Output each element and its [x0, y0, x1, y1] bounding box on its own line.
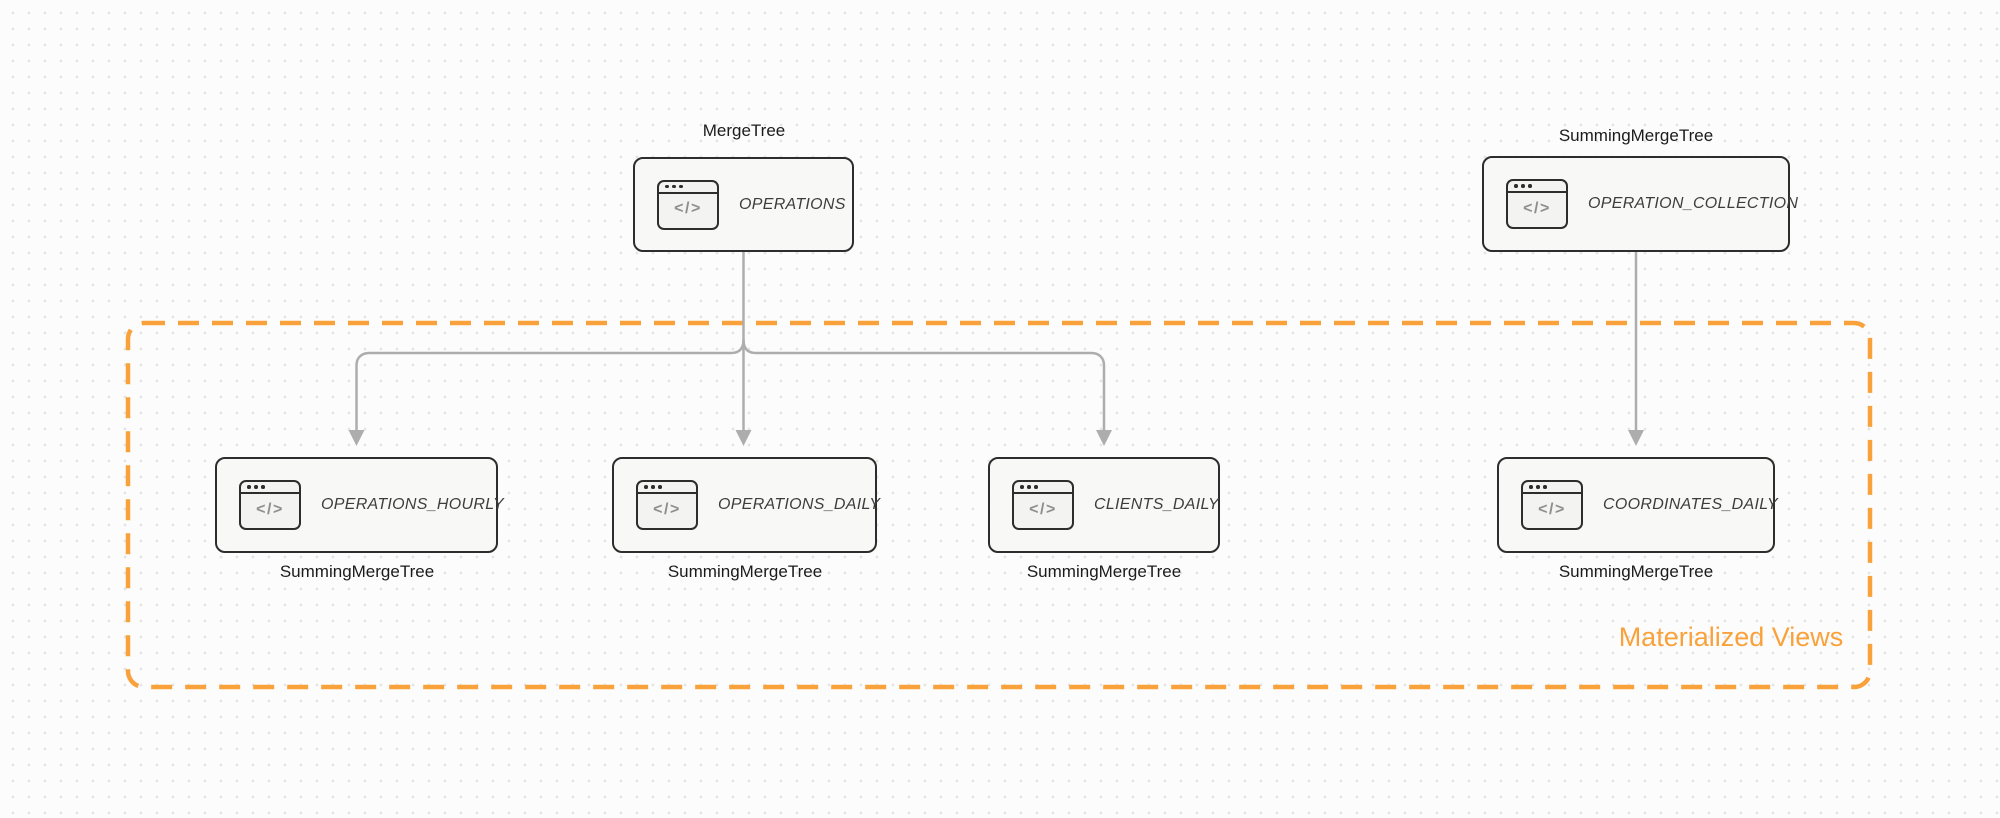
window-controls-icon — [1014, 482, 1072, 494]
code-window-icon: </> — [1012, 480, 1074, 530]
node-operation-collection[interactable]: </> OPERATION_COLLECTION — [1482, 156, 1798, 252]
engine-label-operation-collection: SummingMergeTree — [1558, 126, 1714, 145]
engine-label-operations-daily: SummingMergeTree — [667, 562, 823, 581]
code-glyph: </> — [653, 500, 681, 518]
code-glyph: </> — [1029, 500, 1057, 518]
engine-label-coordinates-daily: SummingMergeTree — [1558, 562, 1714, 581]
node-clients-daily[interactable]: </> CLIENTS_DAILY — [988, 457, 1220, 553]
window-controls-icon — [1523, 482, 1581, 494]
arrowhead-clients-daily — [1096, 430, 1112, 446]
edge-operations-to-operations-hourly — [355, 339, 745, 430]
engine-label-clients-daily: SummingMergeTree — [1026, 562, 1182, 581]
node-title: OPERATIONS_HOURLY — [321, 496, 504, 513]
node-title: COORDINATES_DAILY — [1603, 496, 1778, 513]
edge-operations-to-clients-daily — [742, 339, 1106, 430]
node-operations[interactable]: </> OPERATIONS — [633, 157, 854, 252]
arrowhead-coordinates-daily — [1628, 430, 1644, 446]
window-controls-icon — [241, 482, 299, 494]
engine-label-operations-hourly: SummingMergeTree — [279, 562, 435, 581]
node-title: CLIENTS_DAILY — [1094, 496, 1220, 513]
code-window-icon: </> — [636, 480, 698, 530]
code-window-icon: </> — [1521, 480, 1583, 530]
code-window-icon: </> — [657, 179, 719, 230]
code-glyph: </> — [256, 500, 284, 518]
window-controls-icon — [638, 482, 696, 494]
node-operations-hourly[interactable]: </> OPERATIONS_HOURLY — [215, 457, 504, 553]
node-title: OPERATIONS_DAILY — [718, 496, 881, 513]
materialized-views-label: Materialized Views — [1618, 622, 1844, 652]
node-coordinates-daily[interactable]: </> COORDINATES_DAILY — [1497, 457, 1778, 553]
node-title: OPERATIONS — [739, 195, 846, 213]
engine-label-operations: MergeTree — [702, 121, 786, 140]
window-controls-icon — [1508, 181, 1566, 193]
code-window-icon: </> — [239, 480, 301, 530]
code-glyph: </> — [1538, 500, 1566, 518]
code-window-icon: </> — [1506, 179, 1568, 229]
node-title: OPERATION_COLLECTION — [1588, 195, 1799, 212]
window-controls-icon — [659, 182, 717, 194]
code-glyph: </> — [1523, 199, 1551, 217]
arrowhead-operations-daily — [735, 430, 752, 446]
arrowhead-operations-hourly — [348, 430, 365, 446]
node-operations-daily[interactable]: </> OPERATIONS_DAILY — [612, 457, 881, 553]
code-glyph: </> — [674, 200, 702, 217]
